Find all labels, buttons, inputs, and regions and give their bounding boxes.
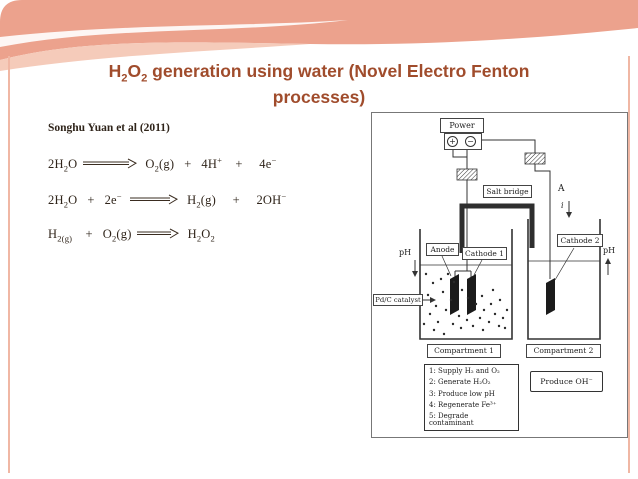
salt-bridge-tube — [459, 203, 535, 253]
current-direction-arrow — [566, 201, 572, 218]
cathode2-label: Cathode 2 — [557, 234, 603, 247]
process-step: 5: Degrade contaminant — [429, 412, 474, 427]
top-wave-decoration — [0, 0, 638, 71]
ph-down-arrow — [412, 260, 418, 277]
process-step: 2: Generate H₂O₂ — [429, 378, 491, 387]
compartment1-label: Compartment 1 — [427, 344, 501, 358]
cathode2-plate — [546, 278, 555, 315]
salt-bridge-label: Salt bridge — [483, 185, 532, 198]
hatched-element-right — [524, 152, 546, 165]
catalyst-label: Pd/C catalyst — [373, 294, 423, 306]
produce-oh-box: Produce OH⁻ — [530, 371, 603, 392]
equation-1: 2H2O O2(g) + 4H+ + 4e− — [48, 155, 277, 174]
reaction-arrow — [136, 228, 179, 239]
power-supply-label: Power — [440, 118, 484, 133]
ph-up-arrow — [605, 258, 611, 275]
positive-terminal-icon: + — [447, 136, 458, 147]
wave-main — [0, 0, 638, 60]
slide-title: H2O2 generation using water (Novel Elect… — [108, 61, 530, 107]
process-step: 1: Supply H₂ and O₂ — [429, 367, 500, 375]
compartment2-label: Compartment 2 — [526, 344, 601, 358]
right-edge-rule — [628, 56, 630, 473]
electrode-plates — [450, 274, 555, 315]
ph-left-label: pH — [399, 248, 412, 257]
beaker-2 — [527, 219, 601, 340]
reaction-arrow — [82, 158, 137, 169]
electro-fenton-cell-figure: Power + − Salt bridge Anode Cathode 1 Ca… — [371, 112, 628, 438]
gas-bubbles — [422, 272, 509, 336]
ph-right-label: pH — [603, 246, 616, 255]
cathode1-label: Cathode 1 — [462, 247, 507, 260]
beaker-1 — [419, 229, 513, 340]
equation-3: H2(g) + O2(g) H2O2 — [48, 227, 215, 244]
cathode1-plate — [467, 274, 476, 315]
anode-plate — [450, 274, 459, 315]
citation-text: Songhu Yuan et al (2011) — [48, 122, 170, 134]
negative-terminal-icon: − — [465, 136, 476, 147]
catalyst-pointer-arrow — [423, 297, 436, 303]
hatched-element-left — [456, 168, 478, 181]
corner-nick — [0, 0, 22, 22]
wave-white-swoosh — [0, 20, 348, 47]
process-steps-box: 1: Supply H₂ and O₂ 2: Generate H₂O₂ 3: … — [424, 364, 519, 431]
equation-2: 2H2O + 2e− H2(g) + 2OH− — [48, 191, 287, 210]
process-step: 3: Produce low pH — [429, 389, 495, 398]
label-leader-lines — [441, 247, 575, 281]
current-label: i — [561, 201, 564, 210]
anode-label: Anode — [426, 243, 459, 256]
reaction-arrow — [130, 194, 179, 205]
wave-light — [0, 42, 310, 71]
process-step: 4: Regenerate Fe³⁺ — [429, 400, 497, 409]
ammeter-label: A — [558, 184, 565, 194]
left-edge-rule — [8, 56, 10, 473]
